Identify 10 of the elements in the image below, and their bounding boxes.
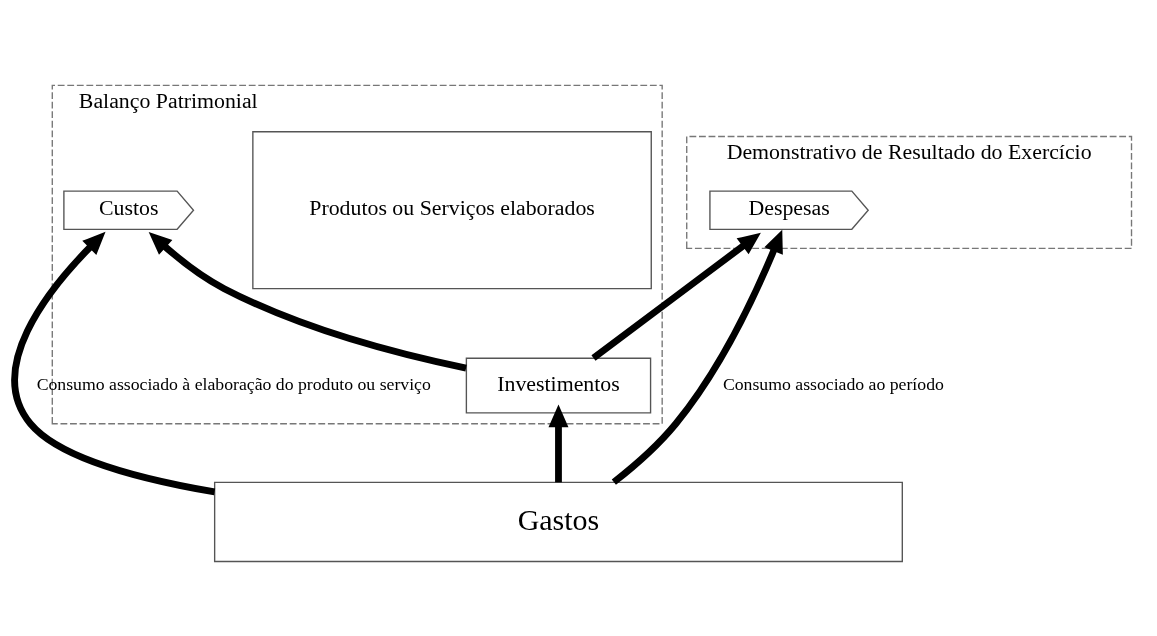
arrow [11,231,216,496]
edge-label: Consumo associado ao período [722,374,944,395]
arrow [548,404,569,483]
node-box: Investimentos [465,357,652,414]
arrow [611,229,783,485]
node-box: Gastos [213,481,903,563]
arrow [591,232,761,361]
arrow [148,232,467,372]
edge-label: Consumo associado à elaboração do produto ou serviço [36,374,431,395]
node-box: Produtos ou Serviços elaborados [252,131,652,290]
